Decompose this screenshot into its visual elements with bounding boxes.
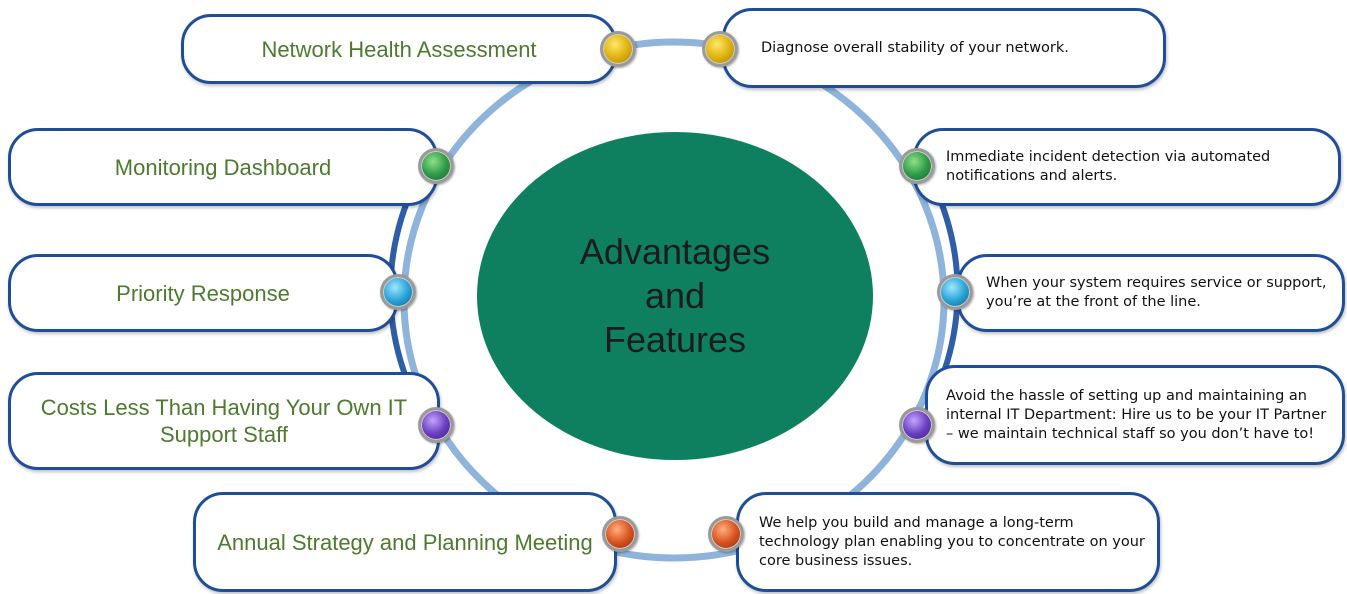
feature-label: Priority Response — [116, 280, 290, 306]
description-pill-annual-strategy: We help you build and manage a long-term… — [736, 492, 1160, 592]
feature-pill-network-health: Network Health Assessment — [181, 14, 617, 84]
center-line-3: Features — [603, 319, 747, 360]
description-pill-network-health: Diagnose overall stability of your netwo… — [722, 8, 1166, 88]
feature-label: Annual Strategy and Planning Meeting — [217, 529, 593, 555]
node-orange-icon — [602, 516, 638, 552]
feature-pill-annual-strategy: Annual Strategy and Planning Meeting — [193, 492, 617, 592]
node-yellow-icon — [600, 31, 636, 67]
node-green-icon — [418, 148, 454, 184]
node-yellow-icon — [702, 31, 738, 67]
description-text: Diagnose overall stability of your netwo… — [761, 39, 1069, 56]
feature-pill-monitoring-dashboard: Monitoring Dashboard — [8, 128, 438, 206]
node-blue-icon — [380, 274, 416, 310]
node-blue-icon — [937, 274, 973, 310]
feature-pill-costs-less: Costs Less Than Having Your Own IT Suppo… — [8, 372, 440, 470]
description-pill-priority-response: When your system requires service or sup… — [957, 254, 1345, 332]
node-green-icon — [899, 148, 935, 184]
description-text: Immediate incident detection via automat… — [946, 149, 1271, 184]
description-pill-monitoring-dashboard: Immediate incident detection via automat… — [913, 128, 1341, 206]
description-text: When your system requires service or sup… — [986, 275, 1327, 310]
feature-label: Network Health Assessment — [261, 36, 537, 62]
center-title: Advantages and Features — [477, 132, 873, 460]
feature-label: Monitoring Dashboard — [114, 154, 332, 180]
center-line-1: Advantages — [579, 231, 771, 272]
feature-label: Costs Less Than Having Your Own IT Suppo… — [40, 395, 408, 447]
node-purple-icon — [418, 407, 454, 443]
description-pill-costs-less: Avoid the hassle of setting up and maint… — [925, 365, 1345, 465]
feature-pill-priority-response: Priority Response — [8, 254, 398, 332]
center-line-2: and — [644, 275, 706, 316]
description-text: We help you build and manage a long-term… — [759, 514, 1145, 569]
node-purple-icon — [899, 407, 935, 443]
node-orange-icon — [708, 516, 744, 552]
description-text: Avoid the hassle of setting up and maint… — [946, 387, 1327, 442]
